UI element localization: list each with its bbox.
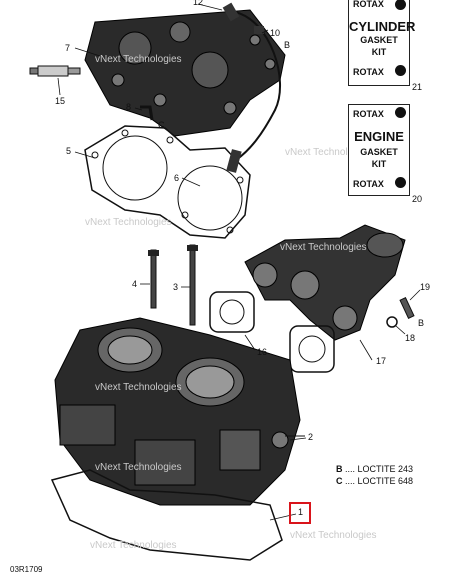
callout-6: 6 — [174, 173, 180, 183]
manifold-gasket-16 — [209, 291, 255, 333]
kit-title-line3: KIT — [371, 159, 387, 169]
fastener-code-b: B — [284, 40, 291, 50]
callout-16: 16 — [257, 347, 268, 357]
rotax-logo-text: ROTAX — [353, 179, 384, 189]
watermark-3: vNext Technologies — [85, 217, 172, 228]
watermark-5: vNext Technologies — [95, 382, 182, 393]
washer-18 — [386, 316, 398, 328]
rotax-logo-text: ROTAX — [353, 0, 384, 9]
callout-20: 20 — [412, 194, 423, 204]
legend-text: LOCTITE 648 — [357, 476, 414, 486]
document-id: 03R1709 — [10, 565, 43, 574]
watermark-7: vNext Technologies — [290, 530, 377, 541]
cylinder-head — [84, 9, 286, 137]
watermark-4: vNext Technologies — [280, 242, 367, 253]
sensor-12-clip — [222, 2, 240, 22]
kit-title-line1: CYLINDER — [349, 19, 416, 34]
fastener-code-b: B — [418, 318, 425, 328]
watermark-2: vNext Technologies — [285, 147, 372, 158]
sensor-10 — [254, 26, 264, 34]
gasket-bore-right — [177, 165, 243, 231]
kit-title-line2: GASKET — [360, 35, 398, 45]
rotax-emblem-icon — [395, 177, 406, 188]
callout-2: 2 — [308, 432, 314, 442]
temp-sensor-6 — [226, 149, 242, 173]
watermark: vNext Technologies vNext Technologies vN… — [85, 54, 377, 551]
kit-title-line2: GASKET — [360, 147, 398, 157]
screw-19 — [399, 297, 415, 319]
base-gasket — [50, 469, 283, 561]
legend-row-c: C .... LOCTITE 648 — [336, 476, 413, 486]
rotax-logo-text: ROTAX — [353, 109, 384, 119]
watermark-8: vNext Technologies — [90, 540, 177, 551]
callout-3: 3 — [173, 282, 179, 292]
fitting-8 — [140, 105, 154, 121]
callout-18: 18 — [405, 333, 416, 343]
fastener-code-c: C — [158, 120, 165, 130]
callout-7: 7 — [65, 43, 71, 53]
legend-dots: .... — [345, 476, 358, 486]
legend-dots: .... — [345, 464, 358, 474]
callout-1: 1 — [298, 507, 304, 517]
callout-19: 19 — [420, 282, 431, 292]
gasket-bore-left — [102, 135, 168, 201]
stud-bolt-4 — [148, 249, 159, 309]
cylinder-block — [54, 317, 301, 506]
highlight-box — [289, 502, 311, 524]
head-gasket — [84, 125, 251, 239]
callout-12: 12 — [193, 0, 204, 7]
loctite-legend: B .... LOCTITE 243 C .... LOCTITE 648 — [336, 464, 413, 486]
cylinder-gasket-kit-card: ROTAX CYLINDER GASKET KIT ROTAX — [348, 0, 416, 86]
kit-title-line3: KIT — [371, 47, 387, 57]
rotax-emblem-icon — [395, 65, 406, 76]
legend-code: B — [336, 464, 343, 474]
legend-code: C — [336, 476, 343, 486]
callout-4: 4 — [132, 279, 138, 289]
spark-plug — [29, 65, 81, 77]
manifold-gasket-17 — [289, 325, 335, 373]
watermark-6: vNext Technologies — [95, 462, 182, 473]
rotax-emblem-icon — [395, 0, 406, 10]
callout-15: 15 — [55, 96, 66, 106]
leader-lines — [57, 3, 421, 521]
stud-bolt-3 — [187, 244, 198, 326]
legend-row-b: B .... LOCTITE 243 — [336, 464, 413, 474]
engine-gasket-kit-card: ROTAX ENGINE GASKET KIT ROTAX — [348, 104, 410, 196]
callout-21: 21 — [412, 82, 423, 92]
callout-17: 17 — [376, 356, 387, 366]
callout-8: 8 — [126, 102, 132, 112]
exhaust-manifold — [244, 224, 406, 341]
watermark-1: vNext Technologies — [95, 54, 182, 65]
callout-5: 5 — [66, 146, 72, 156]
legend-text: LOCTITE 243 — [357, 464, 414, 474]
rotax-logo-text: ROTAX — [353, 67, 384, 77]
callout-10: 10 — [270, 28, 281, 38]
kit-title-line1: ENGINE — [354, 129, 404, 144]
rotax-emblem-icon — [395, 107, 406, 118]
